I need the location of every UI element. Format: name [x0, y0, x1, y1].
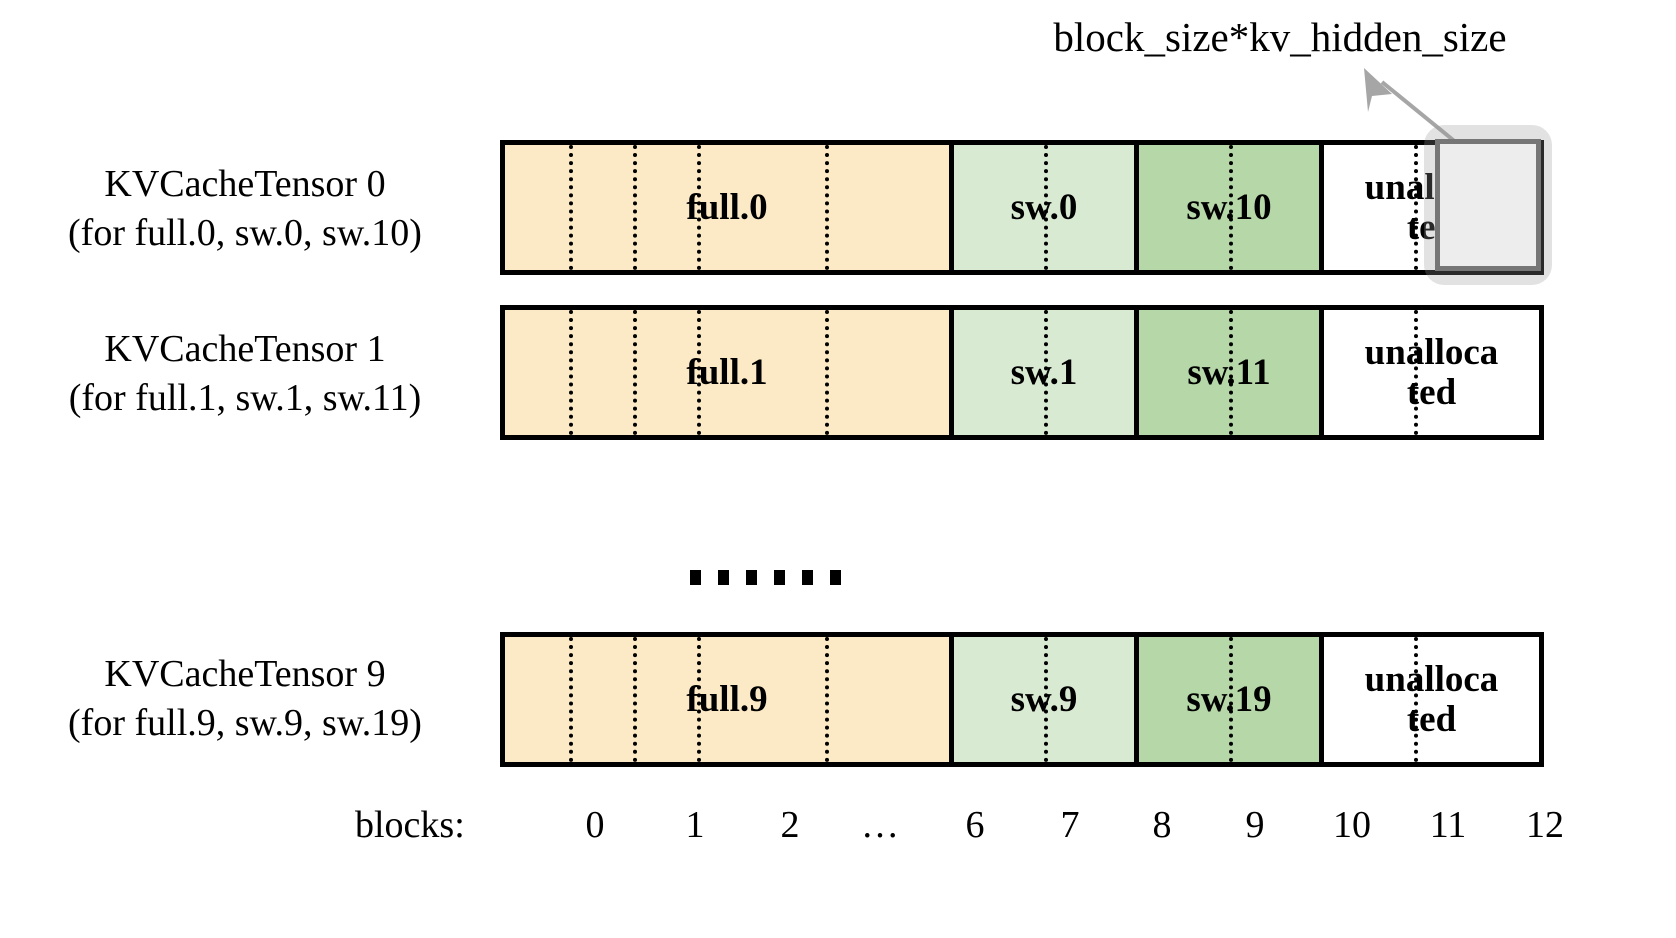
block-divider [697, 310, 701, 435]
blocks-tick-0: 0 [585, 804, 605, 846]
row-label-tensor-1: KVCacheTensor 1 (for full.1, sw.1, sw.11… [10, 325, 480, 422]
segment-label: full.0 [686, 187, 768, 228]
block-divider [1414, 145, 1418, 270]
block-divider [1044, 637, 1048, 762]
tensor-bar-1[interactable]: full.1 sw.1 sw.11 unalloca ted [500, 305, 1544, 440]
segment-unallocated-0[interactable]: unalloca ted [1324, 145, 1539, 270]
block-divider [633, 637, 637, 762]
row-label-line1: KVCacheTensor 0 [104, 163, 386, 205]
segment-label: sw.10 [1186, 187, 1272, 228]
annotation-label: block_size*kv_hidden_size [1053, 14, 1507, 60]
unallocated-line2: ted [1406, 698, 1457, 740]
blocks-tick-11: 11 [1429, 804, 1467, 846]
segment-label: sw.1 [1010, 352, 1078, 393]
row-label-line1: KVCacheTensor 1 [104, 328, 386, 370]
blocks-tick-10: 10 [1333, 804, 1371, 846]
unallocated-line2: ted [1406, 371, 1457, 413]
block-divider [1229, 145, 1233, 270]
row-label-line1: KVCacheTensor 9 [104, 653, 386, 695]
segment-label: full.1 [686, 352, 768, 393]
segment-sw-9[interactable]: sw.9 [954, 637, 1139, 762]
unallocated-line2: ted [1406, 206, 1457, 248]
block-divider [1229, 637, 1233, 762]
block-divider [1229, 310, 1233, 435]
vertical-ellipsis [690, 570, 841, 585]
blocks-tick-12: 12 [1526, 804, 1564, 846]
block-divider [569, 310, 573, 435]
segment-label: full.9 [686, 679, 768, 720]
block-divider [697, 145, 701, 270]
segment-sw-11[interactable]: sw.11 [1139, 310, 1324, 435]
segment-label: sw.19 [1186, 679, 1272, 720]
blocks-tick-1: 1 [685, 804, 705, 846]
segment-label: sw.0 [1010, 187, 1078, 228]
block-divider [697, 637, 701, 762]
segment-unallocated-9[interactable]: unalloca ted [1324, 637, 1539, 762]
segment-sw-1[interactable]: sw.1 [954, 310, 1139, 435]
segment-full-1[interactable]: full.1 [505, 310, 954, 435]
block-divider [825, 637, 829, 762]
annotation-arrow-icon [1364, 68, 1460, 146]
row-label-line2: (for full.0, sw.0, sw.10) [68, 211, 422, 254]
block-divider [569, 637, 573, 762]
blocks-tick-6: 6 [965, 804, 985, 846]
blocks-tick-2: 2 [780, 804, 800, 846]
block-divider [1414, 310, 1418, 435]
tensor-bar-0[interactable]: full.0 sw.0 sw.10 unalloca ted [500, 140, 1544, 275]
block-divider [569, 145, 573, 270]
blocks-axis-caption: blocks: [355, 804, 465, 846]
segment-full-0[interactable]: full.0 [505, 145, 954, 270]
row-label-line2: (for full.1, sw.1, sw.11) [68, 376, 422, 419]
row-label-line2: (for full.9, sw.9, sw.19) [68, 701, 422, 744]
blocks-tick-dots: … [861, 804, 899, 846]
blocks-tick-9: 9 [1245, 804, 1265, 846]
segment-sw-0[interactable]: sw.0 [954, 145, 1139, 270]
unallocated-line1: unalloca [1364, 332, 1499, 374]
block-divider [1044, 145, 1048, 270]
block-divider [1414, 637, 1418, 762]
segment-sw-10[interactable]: sw.10 [1139, 145, 1324, 270]
row-label-tensor-9: KVCacheTensor 9 (for full.9, sw.9, sw.19… [10, 650, 480, 747]
segment-full-9[interactable]: full.9 [505, 637, 954, 762]
block-divider [825, 145, 829, 270]
segment-label: sw.11 [1187, 352, 1271, 393]
segment-label: sw.9 [1010, 679, 1078, 720]
tensor-bar-9[interactable]: full.9 sw.9 sw.19 unalloca ted [500, 632, 1544, 767]
blocks-tick-7: 7 [1060, 804, 1080, 846]
block-divider [633, 145, 637, 270]
segment-sw-19[interactable]: sw.19 [1139, 637, 1324, 762]
blocks-tick-8: 8 [1152, 804, 1172, 846]
block-divider [825, 310, 829, 435]
unallocated-line1: unalloca [1364, 659, 1499, 701]
unallocated-line1: unalloca [1364, 167, 1499, 209]
row-label-tensor-0: KVCacheTensor 0 (for full.0, sw.0, sw.10… [10, 160, 480, 257]
block-divider [1044, 310, 1048, 435]
block-divider [633, 310, 637, 435]
segment-unallocated-1[interactable]: unalloca ted [1324, 310, 1539, 435]
